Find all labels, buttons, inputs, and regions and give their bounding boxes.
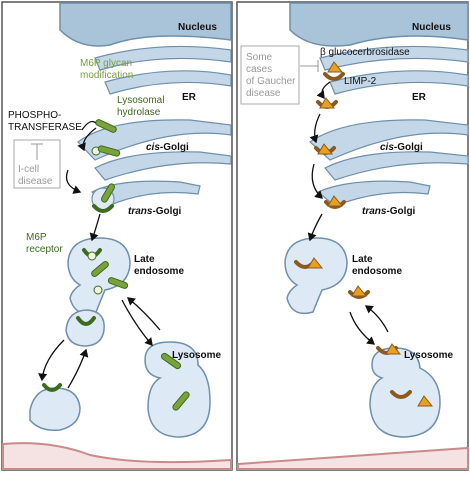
er-right-2 [329,70,469,95]
late-endosome-right [284,237,348,315]
plasma-membrane-right [237,446,469,470]
cis-golgi-label-right: cis-Golgi [380,142,423,153]
enzyme-right-3 [317,143,334,155]
arrow-left-4 [121,299,153,346]
left-panel: Nucleus ER M6P glycan modification Lysos… [2,2,232,470]
gaucher-box [240,45,300,105]
late-endosome-label-right-1: Late [352,254,373,265]
nucleus-label-right: Nucleus [412,22,451,33]
arrow-left-7 [67,348,89,389]
er-right-1 [319,45,469,71]
enzyme-right-5 [307,257,324,269]
endocytic-vesicle-left [29,387,81,432]
gaucher-label-4: disease [246,88,281,99]
m6p-receptor-left-1 [92,204,114,213]
cis-golgi-left-2 [94,151,232,181]
phosphotransferase-label-1: PHOSPHO- [8,110,61,121]
plasma-membrane-left [2,442,232,470]
limp2-right-8 [390,390,412,399]
trans-golgi-right [316,180,431,207]
nucleus-left [59,2,232,47]
icell-label-1: I-cell [18,164,39,175]
er-label-left: ER [182,92,197,103]
hydrolase-left-2 [97,145,121,157]
arrow-left-6 [38,339,65,382]
lysosome-right [369,347,441,438]
trans-golgi-label-left: trans-Golgi [128,206,182,217]
transport-vesicle-left [65,309,105,347]
phosphotransferase-pointer [81,120,97,131]
enzyme-right-8 [417,395,434,407]
hydrolase-left-6 [160,352,182,370]
er-left-2 [104,70,232,95]
beta-glucocerebrosidase-label: β glucocerbrosidase [320,47,410,58]
arrow-right-5 [349,311,376,345]
m6p-glycan-label-1: M6P glycan [80,58,132,69]
arrow-left-3 [89,213,101,242]
phosphotransferase-label-2: TRANSFERASE [8,122,82,133]
hydrolase-left-7 [172,391,190,411]
limp2-right-1 [323,72,345,81]
arrow-right-1 [316,81,331,100]
hydrolase-left-5 [107,277,129,289]
m6p-receptor-left-4 [42,383,62,392]
trans-golgi-left [90,180,201,207]
lysosome-label-left: Lysosome [172,350,222,361]
gaucher-label-2: cases [246,64,272,75]
enzyme-right-1 [327,61,344,73]
icell-label-2: disease [18,176,53,187]
lysosomal-hydrolase-label-2: hydrolase [117,107,161,118]
late-endosome-label-left-1: Late [134,254,155,265]
lysosome-left [144,341,211,438]
gaucher-label-1: Some [246,52,273,63]
cis-golgi-label-left: cis-Golgi [146,142,189,153]
enzyme-right-2 [319,97,336,109]
arrow-right-4 [307,213,323,242]
limp2-right-6 [348,290,370,299]
hydrolase-left-1 [95,119,117,133]
enzyme-right-4 [327,195,344,207]
m6p-receptor-label-1: M6P [26,232,47,243]
enzyme-right-7 [385,343,402,355]
lysosomal-hydrolase-label-1: Lysosomal [117,95,164,106]
arrow-right-3 [311,163,323,199]
limp2-label: LIMP-2 [344,76,377,87]
late-endosome-label-right-2: endosome [352,266,402,277]
m6p-receptor-label-2: receptor [26,244,63,255]
arrow-right-6 [364,305,389,333]
late-endosome-left [67,237,131,315]
enzyme-right-6 [351,285,368,297]
arrow-left-1 [77,127,97,152]
m6p-tag-left-2 [87,251,97,261]
m6p-glycan-label-2: modification [80,70,133,81]
arrow-left-2 [65,169,82,194]
hydrolase-left-3 [101,183,115,203]
right-panel: Nucleus ER Some cases of Gaucher disease… [237,2,469,470]
er-label-right: ER [412,92,427,103]
hydrolase-left-4 [91,261,109,277]
lysosome-label-right: Lysosome [404,350,454,361]
cis-golgi-right-1 [309,119,469,161]
arrow-right-2 [309,113,321,144]
gaucher-label-3: of Gaucher [246,76,296,87]
limp2-right-4 [324,200,346,209]
arrow-left-5 [126,297,161,331]
m6p-receptor-left-3 [76,316,96,326]
nucleus-right [289,2,469,47]
cis-golgi-right-2 [324,151,469,181]
nucleus-label-left: Nucleus [178,22,217,33]
m6p-tag-left-3 [93,285,103,295]
late-endosome-label-left-2: endosome [134,266,184,277]
trans-golgi-label-right: trans-Golgi [362,206,416,217]
er-left-1 [94,45,232,71]
